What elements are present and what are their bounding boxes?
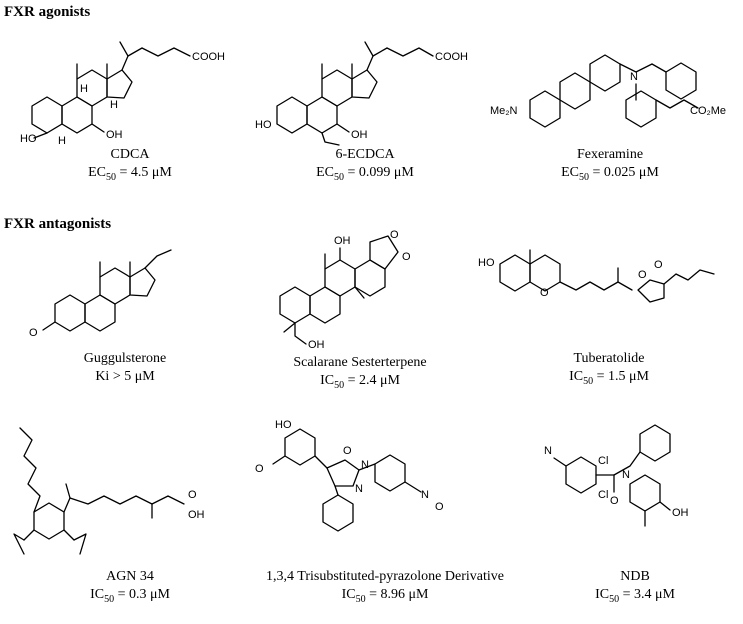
fexeramine-structure: Me₂N N CO₂Me <box>490 54 726 128</box>
pyrazolone-label-2: O <box>343 445 352 457</box>
fexeramine-label-1: N <box>630 71 638 83</box>
ndb-label-3: N <box>622 469 630 481</box>
compound-scalarane: OH O O OH Scalarane Sesterterpene IC50 =… <box>240 226 480 395</box>
guggulsterone-activity: Ki > 5 μM <box>95 369 155 384</box>
cdca-label-4: H <box>80 83 88 95</box>
6-ecdca-activity: EC50 = 0.099 μM <box>316 165 414 183</box>
tuberatolide-label-1: O <box>540 287 549 299</box>
agn-34-structure: O OH <box>13 427 205 555</box>
fexeramine-activity: EC50 = 0.025 μM <box>561 165 659 183</box>
scalarane-label-1: O <box>390 229 399 241</box>
pyrazolone-label-6: O <box>435 501 444 513</box>
cdca-label-3: H <box>58 135 66 147</box>
compound-6-ecdca: COOH HO OH 6-ECDCA EC50 = 0.099 μM <box>255 28 475 187</box>
ndb-label-0: N <box>544 445 552 457</box>
compound-pyrazolone: HO O O N N N O 1,3,4 Trisubstituted-pyra… <box>255 418 515 609</box>
cdca-label-2: OH <box>106 129 123 141</box>
6-ecdca-label-1: HO <box>255 119 272 131</box>
compound-cdca: COOH HO OH H H H CDCA EC50 = 4.5 μM <box>20 28 240 187</box>
ndb-structure: N Cl Cl N O OH <box>544 424 689 527</box>
agn-34-label-1: OH <box>188 509 205 521</box>
tuberatolide-activity: IC50 = 1.5 μM <box>569 369 649 387</box>
pyrazolone-label-4: N <box>355 483 363 495</box>
guggulsterone-structure: O <box>29 249 172 339</box>
guggulsterone-label-0: O <box>29 327 38 339</box>
tuberatolide-name: Tuberatolide <box>573 351 645 366</box>
agonists-heading: FXR agonists <box>4 4 91 20</box>
scalarane-structure: OH O O OH <box>279 229 411 351</box>
compound-guggulsterone: O Guggulsterone Ki > 5 μM <box>15 238 235 391</box>
pyrazolone-name: 1,3,4 Trisubstituted-pyrazolone Derivati… <box>266 569 504 584</box>
compound-fexeramine: Me₂N N CO₂Me Fexeramine EC50 = 0.025 μM <box>490 28 730 187</box>
pyrazolone-activity: IC50 = 8.96 μM <box>341 587 429 605</box>
pyrazolone-structure: HO O O N N N O <box>255 419 444 532</box>
compound-ndb: N Cl Cl N O OH NDB IC50 = 3.4 μM <box>530 418 740 609</box>
fexeramine-name: Fexeramine <box>576 147 644 162</box>
pyrazolone-label-1: O <box>255 463 264 475</box>
cdca-label-5: H <box>110 99 118 111</box>
ndb-label-5: OH <box>672 507 689 519</box>
6-ecdca-label-0: COOH <box>435 51 468 63</box>
6-ecdca-structure: COOH HO OH <box>255 41 468 146</box>
scalarane-activity: IC50 = 2.4 μM <box>320 373 400 391</box>
compound-agn-34: O OH AGN 34 IC50 = 0.3 μM <box>10 418 250 609</box>
antagonists-heading: FXR antagonists <box>4 216 112 232</box>
6-ecdca-name: 6-ECDCA <box>335 147 395 162</box>
scalarane-label-3: OH <box>308 339 325 351</box>
ndb-activity: IC50 = 3.4 μM <box>595 587 675 605</box>
tuberatolide-label-0: HO <box>478 257 495 269</box>
ndb-label-2: Cl <box>598 489 608 501</box>
scalarane-label-0: OH <box>334 235 351 247</box>
tuberatolide-structure: HO O O O <box>478 249 715 303</box>
ndb-label-1: Cl <box>598 455 608 467</box>
tuberatolide-label-3: O <box>654 259 663 271</box>
pyrazolone-label-5: N <box>421 489 429 501</box>
fexeramine-label-2: CO₂Me <box>690 105 726 117</box>
cdca-structure: COOH HO OH H H H <box>20 41 225 147</box>
agn-34-name: AGN 34 <box>106 569 154 584</box>
cdca-activity: EC50 = 4.5 μM <box>88 165 172 183</box>
pyrazolone-label-3: N <box>361 459 369 471</box>
agn-34-activity: IC50 = 0.3 μM <box>90 587 170 605</box>
cdca-name: CDCA <box>110 147 150 162</box>
agn-34-label-0: O <box>188 489 197 501</box>
compound-tuberatolide: HO O O O Tuberatolide IC50 = 1.5 μM <box>478 238 740 391</box>
cdca-label-0: COOH <box>192 51 225 63</box>
guggulsterone-name: Guggulsterone <box>83 351 167 366</box>
ndb-label-4: O <box>610 495 619 507</box>
6-ecdca-label-2: OH <box>351 129 368 141</box>
scalarane-label-2: O <box>402 251 411 263</box>
cdca-label-1: HO <box>20 133 37 145</box>
scalarane-name: Scalarane Sesterterpene <box>293 355 427 370</box>
tuberatolide-label-2: O <box>638 269 647 281</box>
ndb-name: NDB <box>620 569 650 584</box>
pyrazolone-label-0: HO <box>275 419 292 431</box>
fexeramine-label-0: Me₂N <box>490 105 518 117</box>
